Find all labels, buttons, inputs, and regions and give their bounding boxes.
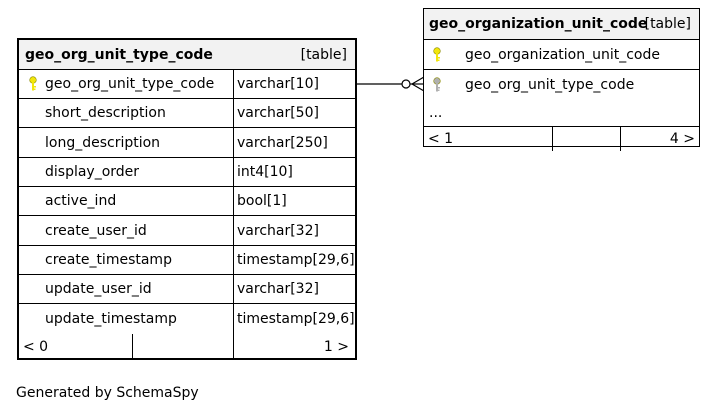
zero-or-many-circle [401, 79, 411, 89]
column-name: active_ind [45, 193, 117, 209]
more-columns-indicator: ... [429, 105, 443, 121]
table-header: geo_organization_unit_code [table] [424, 9, 699, 40]
column-name: display_order [45, 164, 140, 180]
table-name: geo_organization_unit_code [429, 16, 648, 32]
primary-key-icon [28, 70, 38, 98]
primary-key-icon [432, 40, 442, 69]
table-kind: [table] [644, 16, 691, 32]
table-row: active_ind bool[1] [19, 187, 355, 216]
table-row: geo_organization_unit_code [424, 40, 699, 70]
crowfoot-lower [411, 83, 425, 92]
column-type: bool[1] [237, 193, 287, 209]
table-footer: < 1 4 > [424, 127, 699, 151]
footer-left: < 1 [428, 131, 454, 147]
column-name: update_timestamp [45, 311, 177, 327]
generated-by-caption: Generated by SchemaSpy [16, 385, 199, 401]
table-row: create_timestamp timestamp[29,6] [19, 246, 355, 275]
footer-right: 4 > [669, 131, 695, 147]
column-type: varchar[250] [237, 134, 328, 151]
column-name: geo_org_unit_type_code [45, 76, 215, 92]
column-name: create_user_id [45, 222, 147, 239]
table-row: short_description varchar[50] [19, 99, 355, 128]
column-name: short_description [45, 105, 166, 121]
column-type: varchar[32] [237, 281, 319, 297]
table-row: long_description varchar[250] [19, 128, 355, 158]
column-name: create_timestamp [45, 252, 172, 268]
table-row: create_user_id varchar[32] [19, 216, 355, 246]
table-header: geo_org_unit_type_code [table] [19, 40, 355, 70]
column-type: varchar[50] [237, 105, 319, 121]
table-footer: < 0 1 > [19, 334, 355, 360]
column-type: timestamp[29,6] [237, 311, 355, 327]
foreign-key-icon [432, 70, 442, 100]
crowfoot-upper [411, 76, 425, 85]
column-type: timestamp[29,6] [237, 252, 355, 268]
ellipsis-row: ... [424, 100, 699, 127]
column-type: varchar[32] [237, 222, 319, 239]
footer-left: < 0 [23, 339, 49, 355]
column-type: int4[10] [237, 164, 293, 180]
column-name: long_description [45, 134, 161, 151]
table-kind: [table] [300, 46, 347, 63]
table-name: geo_org_unit_type_code [25, 46, 213, 63]
column-name: geo_organization_unit_code [465, 46, 661, 63]
table-row: display_order int4[10] [19, 158, 355, 187]
column-name: update_user_id [45, 281, 152, 297]
column-name: geo_org_unit_type_code [465, 77, 635, 93]
table-geo-org-unit-type-code[interactable]: geo_org_unit_type_code [table] geo_org_u… [17, 38, 357, 360]
table-row: geo_org_unit_type_code [424, 70, 699, 100]
table-geo-organization-unit-code[interactable]: geo_organization_unit_code [table] geo_o… [423, 8, 700, 151]
footer-right: 1 > [323, 339, 349, 355]
table-row: update_user_id varchar[32] [19, 275, 355, 304]
column-type: varchar[10] [237, 76, 319, 92]
table-row: geo_org_unit_type_code varchar[10] [19, 70, 355, 99]
table-row: update_timestamp timestamp[29,6] [19, 304, 355, 334]
